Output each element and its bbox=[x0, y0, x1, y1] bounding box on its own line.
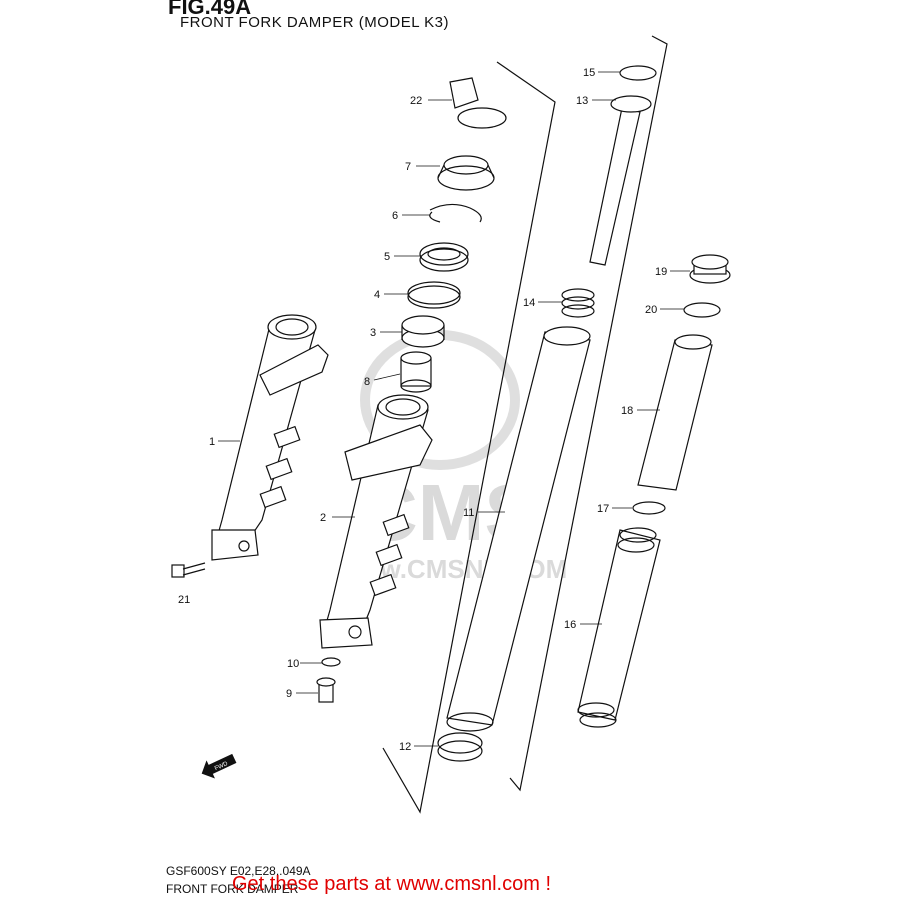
figure-title: FIG.49A bbox=[168, 0, 252, 19]
callout-19: 19 bbox=[655, 266, 667, 278]
part-12-guide-ring bbox=[437, 732, 483, 762]
assembly-bracket-lines bbox=[382, 35, 668, 814]
callout-22: 22 bbox=[410, 95, 422, 107]
footer-caption: FRONT FORK DAMPER bbox=[166, 882, 299, 896]
callout-7: 7 bbox=[405, 161, 411, 173]
part-11-inner-tube bbox=[446, 326, 591, 732]
callout-10: 10 bbox=[287, 658, 299, 670]
callout-3: 3 bbox=[370, 327, 376, 339]
callout-18: 18 bbox=[621, 405, 633, 417]
fwd-arrow-icon: FWD bbox=[201, 753, 237, 779]
part-8-slide-bushing bbox=[400, 351, 432, 393]
part-7-dust-seal bbox=[437, 155, 495, 191]
callout-8: 8 bbox=[364, 376, 370, 388]
callout-5: 5 bbox=[384, 251, 390, 263]
callout-4: 4 bbox=[374, 289, 380, 301]
part-19-cap-bolt bbox=[689, 254, 731, 284]
callout-16: 16 bbox=[564, 619, 576, 631]
part-1-outer-tube-left bbox=[211, 314, 329, 561]
callout-20: 20 bbox=[645, 304, 657, 316]
part-3-bushing bbox=[401, 315, 445, 348]
promo-link[interactable]: Get these parts at www.cmsnl.com ! bbox=[232, 873, 551, 895]
callout-21: 21 bbox=[178, 594, 190, 606]
part-22-dust-cover bbox=[449, 77, 507, 129]
callout-2: 2 bbox=[320, 512, 326, 524]
part-10-gasket bbox=[321, 657, 341, 667]
part-18-spacer bbox=[637, 334, 713, 491]
part-16-fork-spring bbox=[577, 527, 661, 728]
part-14-rebound-spring bbox=[561, 288, 595, 318]
part-2-outer-tube-right bbox=[319, 394, 433, 649]
part-17-washer bbox=[632, 501, 666, 515]
callout-numbers: 1 2 3 4 5 6 7 8 9 10 11 12 13 14 15 16 1… bbox=[178, 67, 667, 753]
figure-subtitle: FRONT FORK DAMPER (MODEL K3) bbox=[180, 14, 450, 31]
callout-9: 9 bbox=[286, 688, 292, 700]
callout-14: 14 bbox=[523, 297, 535, 309]
fwd-label: FWD bbox=[214, 761, 230, 772]
part-20-o-ring bbox=[683, 302, 721, 318]
callout-1: 1 bbox=[209, 436, 215, 448]
callout-12: 12 bbox=[399, 741, 411, 753]
callout-17: 17 bbox=[597, 503, 609, 515]
figure-code: GSF600SY E02,E28..049A bbox=[166, 864, 311, 878]
callout-15: 15 bbox=[583, 67, 595, 79]
part-4-seal-spacer bbox=[407, 281, 461, 309]
callout-6: 6 bbox=[392, 210, 398, 222]
callout-13: 13 bbox=[576, 95, 588, 107]
part-13-damper-rod bbox=[589, 95, 652, 266]
part-9-bolt bbox=[316, 677, 336, 703]
part-15-piston-ring bbox=[619, 65, 657, 81]
part-21-bolt bbox=[171, 562, 206, 578]
part-5-oil-seal bbox=[419, 242, 469, 272]
leader-lines bbox=[218, 71, 690, 747]
callout-11: 11 bbox=[463, 507, 474, 519]
part-6-stopper-ring bbox=[429, 203, 482, 223]
